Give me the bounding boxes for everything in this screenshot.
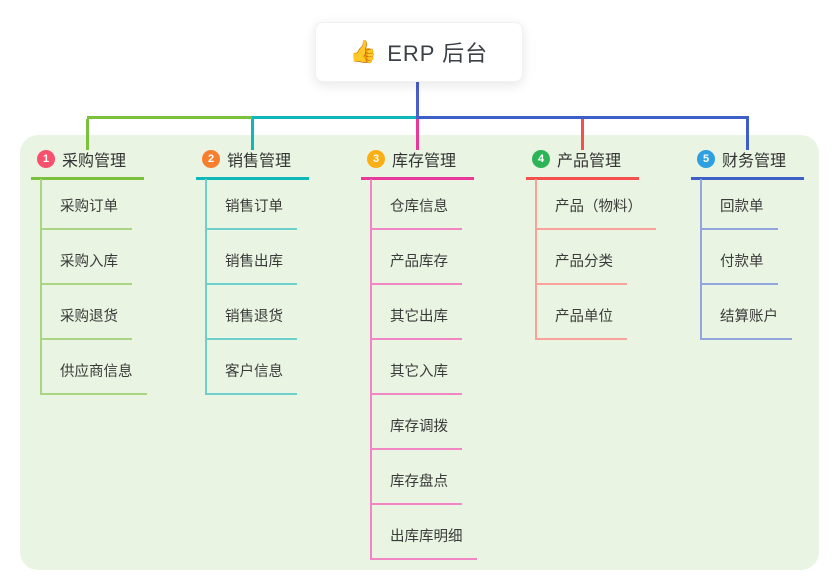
branch-1-label: 采购管理 — [62, 153, 127, 170]
branch-2-heading[interactable]: 2 销售管理 — [196, 147, 309, 180]
branch-4-number-badge: 4 — [532, 150, 550, 168]
branch-1-item-3[interactable]: 采购退货 — [42, 307, 132, 340]
branch-5-label: 财务管理 — [722, 153, 787, 170]
branch-1-heading[interactable]: 1 采购管理 — [31, 147, 144, 180]
branch-3-children-line: 仓库信息产品库存其它出库其它入库库存调拨库存盘点出库库明细 — [370, 179, 477, 560]
branch-3-item-1[interactable]: 仓库信息 — [372, 197, 462, 230]
branch-2-label: 销售管理 — [227, 153, 292, 170]
branch-3-item-4[interactable]: 其它入库 — [372, 362, 462, 395]
branch-1-number-badge: 1 — [37, 150, 55, 168]
branch-4-heading[interactable]: 4 产品管理 — [526, 147, 639, 180]
branch-3-item-3[interactable]: 其它出库 — [372, 307, 462, 340]
branch-2-item-2[interactable]: 销售出库 — [207, 252, 297, 285]
branch-2-number-badge: 2 — [202, 150, 220, 168]
branch-5-item-3[interactable]: 结算账户 — [702, 307, 792, 340]
branch-1-item-2[interactable]: 采购入库 — [42, 252, 132, 285]
connector-drop-branch-1 — [86, 119, 89, 150]
branch-3-item-2[interactable]: 产品库存 — [372, 252, 462, 285]
branch-4-item-3[interactable]: 产品单位 — [537, 307, 627, 340]
branch-3-label: 库存管理 — [392, 153, 457, 170]
root-node[interactable]: 👍 ERP 后台 — [315, 22, 523, 82]
branch-4-item-2[interactable]: 产品分类 — [537, 252, 627, 285]
branch-3-item-6[interactable]: 库存盘点 — [372, 472, 462, 505]
branch-3-heading[interactable]: 3 库存管理 — [361, 147, 474, 180]
branches-panel — [20, 135, 819, 570]
branch-1-item-1[interactable]: 采购订单 — [42, 197, 132, 230]
branch-4-children-line: 产品（物料） 产品分类产品单位 — [535, 179, 656, 340]
root-title: ERP 后台 — [387, 41, 489, 66]
connector-horizontal-middle — [252, 116, 417, 119]
branch-1-item-4[interactable]: 供应商信息 — [42, 362, 147, 395]
connector-drop-branch-5 — [746, 119, 749, 150]
branch-5-children-line: 回款单付款单结算账户 — [700, 179, 792, 340]
branch-2-item-4[interactable]: 客户信息 — [207, 362, 297, 395]
branch-3-item-7[interactable]: 出库库明细 — [372, 527, 477, 560]
branch-5-item-2[interactable]: 付款单 — [702, 252, 778, 285]
branch-4-item-1[interactable]: 产品（物料） — [537, 197, 656, 230]
connector-drop-branch-2 — [251, 119, 254, 150]
branch-5-number-badge: 5 — [697, 150, 715, 168]
branch-4-label: 产品管理 — [557, 153, 622, 170]
connector-root-vertical — [416, 82, 419, 119]
branch-2-item-3[interactable]: 销售退货 — [207, 307, 297, 340]
connector-horizontal-left — [87, 116, 252, 119]
branch-5-heading[interactable]: 5 财务管理 — [691, 147, 804, 180]
branch-2-item-1[interactable]: 销售订单 — [207, 197, 297, 230]
branch-3-item-5[interactable]: 库存调拨 — [372, 417, 462, 450]
thumbs-up-icon: 👍 — [349, 39, 378, 64]
connector-drop-branch-4 — [581, 119, 584, 150]
branch-2-children-line: 销售订单销售出库销售退货客户信息 — [205, 179, 297, 395]
connector-drop-branch-3 — [416, 119, 419, 150]
branch-3-number-badge: 3 — [367, 150, 385, 168]
branch-5-item-1[interactable]: 回款单 — [702, 197, 778, 230]
branch-1-children-line: 采购订单采购入库采购退货供应商信息 — [40, 179, 147, 395]
connector-horizontal-right — [417, 116, 749, 119]
